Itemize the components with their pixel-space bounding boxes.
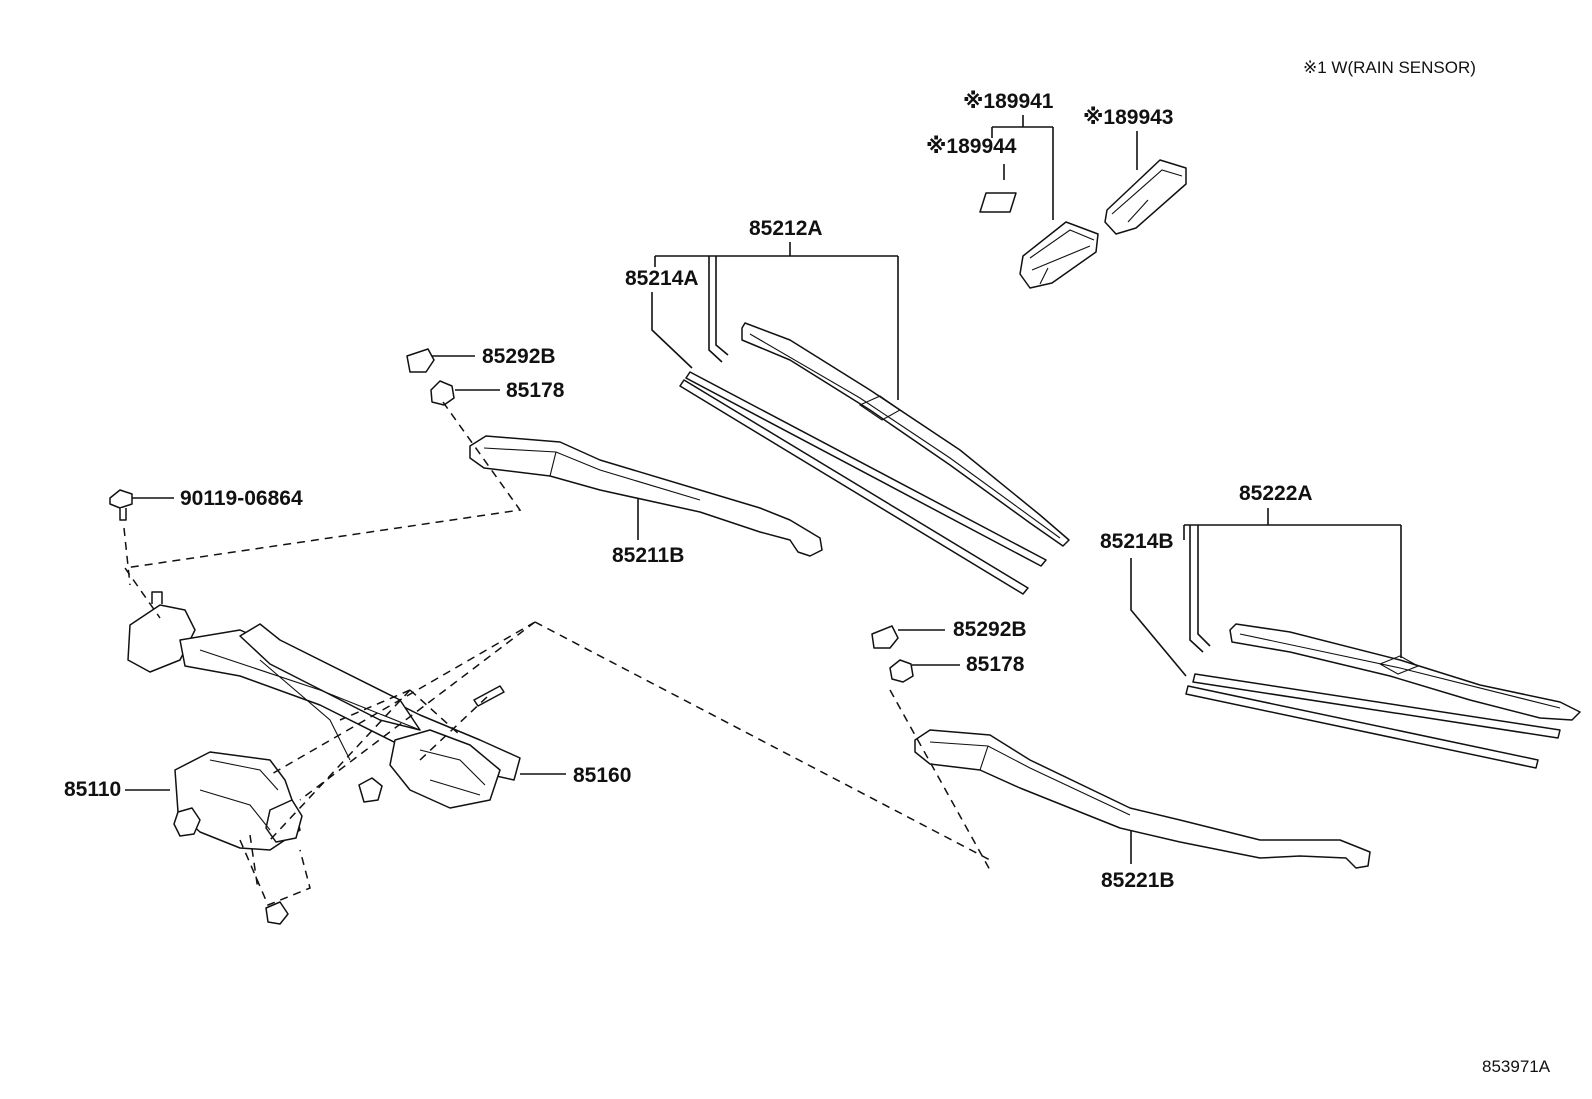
label-85214A: 85214A — [625, 267, 699, 290]
motor-bushing — [265, 901, 289, 925]
sensor-cover — [1104, 159, 1187, 235]
left-blade-rubber — [685, 371, 1047, 567]
leader-85214A — [651, 292, 693, 369]
mounting-bolt — [109, 489, 133, 509]
label-85160: 85160 — [573, 764, 631, 787]
rain-sensor-note: ※1 W(RAIN SENSOR) — [1303, 58, 1476, 77]
label-85221B: 85221B — [1101, 869, 1175, 892]
label-85110: 85110 — [64, 778, 121, 801]
label-85292B-left: 85292B — [482, 345, 556, 368]
label-85178-left: 85178 — [506, 379, 565, 402]
label-85214B: 85214B — [1100, 530, 1174, 553]
left-arm-cap — [406, 348, 435, 373]
leader-89941 — [991, 115, 1054, 220]
label-85222A: 85222A — [1239, 482, 1313, 505]
left-wiper-arm-group: 85292B 85178 85211B — [406, 345, 823, 567]
sensor-gel-pad — [979, 192, 1017, 213]
right-arm-cap — [871, 625, 899, 649]
label-90119-06864: 90119-06864 — [180, 487, 303, 510]
leader-85222A — [1183, 508, 1402, 658]
right-wiper-arm-group: 85292B 85178 85221B — [871, 618, 1371, 892]
label-89941: ※189941 — [963, 90, 1054, 113]
left-arm-nut — [430, 380, 455, 406]
label-89944: ※189944 — [926, 135, 1017, 158]
right-pivot-housing — [389, 729, 501, 809]
rain-sensor-group: ※189941 ※189943 ※189944 — [926, 90, 1187, 289]
wiper-linkage-group: 90119-06864 85110 85160 — [64, 487, 631, 925]
figure-id: 853971A — [1482, 1057, 1551, 1076]
right-wiper-arm — [914, 729, 1371, 869]
right-blade-rubber — [1192, 673, 1561, 739]
label-85292B-right: 85292B — [953, 618, 1027, 641]
label-89943: ※189943 — [1083, 106, 1174, 129]
right-wiper-blade — [1229, 623, 1581, 721]
label-85212A: 85212A — [749, 217, 823, 240]
right-arm-nut — [889, 659, 914, 683]
label-85178-right: 85178 — [966, 653, 1025, 676]
left-wiper-blade — [741, 322, 1070, 547]
leader-85212A — [654, 242, 899, 400]
assembly-dashed-lines — [123, 401, 991, 906]
left-wiper-blade-group: 85212A 85214A — [625, 217, 1070, 595]
leader-85214B — [1130, 558, 1187, 677]
label-85211B: 85211B — [612, 544, 684, 567]
left-wiper-arm — [469, 435, 823, 557]
rain-sensor-unit — [1019, 221, 1099, 289]
right-wiper-blade-group: 85222A 85214B — [1100, 482, 1581, 769]
